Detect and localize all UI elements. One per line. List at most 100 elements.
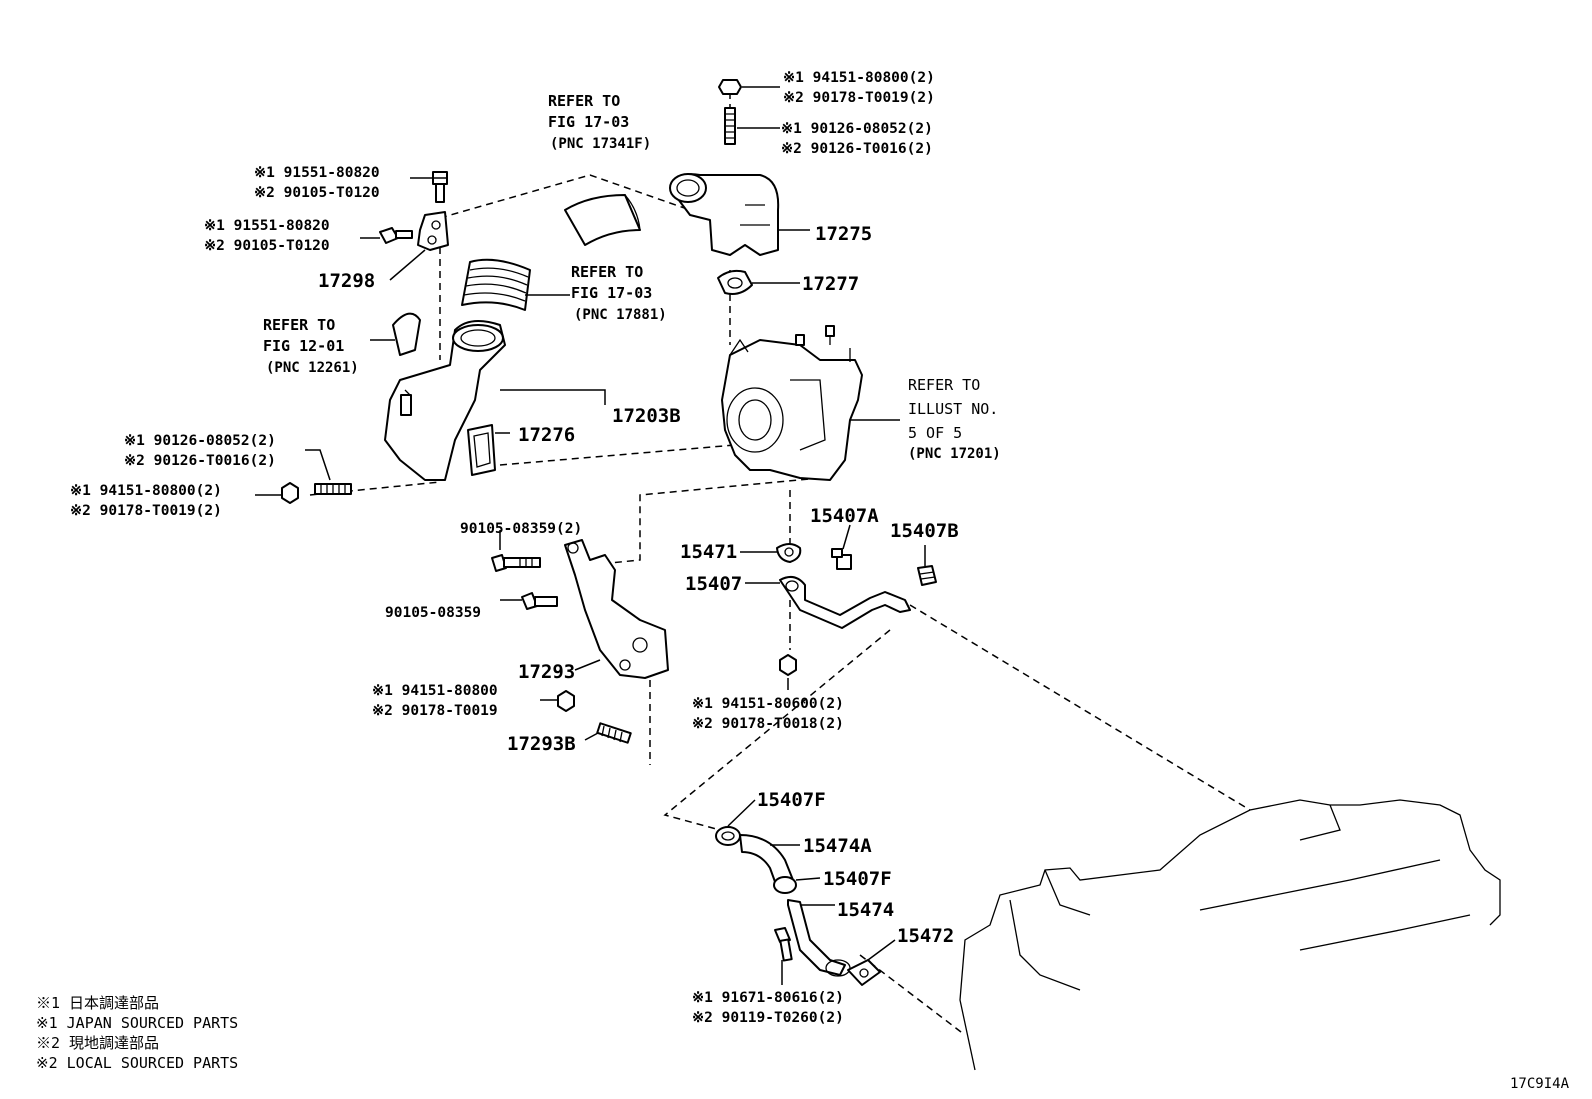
- callout-bolt-a: ※1 91551-80820 ※2 90105-T0120: [254, 165, 380, 201]
- legend-line-4: ※2 LOCAL SOURCED PARTS: [36, 1054, 238, 1072]
- refer-17201-l1: REFER TO: [908, 376, 980, 394]
- part-number-15471: 15471: [680, 541, 737, 563]
- part-number-17276: 17276: [518, 424, 575, 446]
- corrugated-hose-17881-icon: [461, 258, 531, 311]
- outlet-elbow-17275-icon: [669, 173, 780, 256]
- callout-top-stud-l2: ※2 90126-T0016(2): [781, 141, 933, 157]
- svg-text:※2 90119-T0260(2): ※2 90119-T0260(2): [692, 1010, 844, 1026]
- callout-top-nut-l1: ※1 94151-80800(2): [783, 70, 935, 86]
- svg-text:15471: 15471: [680, 541, 737, 563]
- part-number-90105-08359: 90105-08359: [385, 605, 481, 621]
- svg-text:17298: 17298: [318, 270, 375, 292]
- turbocharger-17201-icon: [721, 325, 863, 481]
- svg-text:15407F: 15407F: [757, 789, 826, 811]
- svg-text:(PNC 17881): (PNC 17881): [574, 307, 667, 323]
- refer-12261-l3: (PNC 12261): [266, 360, 359, 376]
- svg-text:FIG 12-01: FIG 12-01: [263, 337, 344, 355]
- svg-text:※1 94151-80800: ※1 94151-80800: [372, 683, 498, 699]
- intake-pipe-17203B-icon: [384, 320, 506, 481]
- svg-text:15474A: 15474A: [803, 835, 872, 857]
- refer-17201-l2: ILLUST NO.: [908, 400, 998, 418]
- svg-text:※1 90126-08052(2): ※1 90126-08052(2): [124, 433, 276, 449]
- part-number-15407B: 15407B: [890, 520, 959, 542]
- intake-hose-17341F-icon: [564, 194, 641, 246]
- svg-text:15407B: 15407B: [890, 520, 959, 542]
- svg-text:※2 90178-T0019(2): ※2 90178-T0019(2): [783, 90, 935, 106]
- callout-drain-bolt-l1: ※1 91671-80616(2): [692, 990, 844, 1006]
- bracket-17293-icon: [564, 539, 669, 679]
- part-number-15472: 15472: [897, 925, 954, 947]
- callout-oil-nut-l1: ※1 94151-80600(2): [692, 696, 844, 712]
- svg-text:(PNC 17201): (PNC 17201): [908, 446, 1001, 462]
- engine-block-outline: [959, 799, 1501, 1071]
- part-number-17275: 17275: [815, 223, 872, 245]
- refer-17341F: REFER TO FIG 17-03 (PNC 17341F): [548, 92, 651, 152]
- union-bolt-15407B-icon: [917, 565, 937, 586]
- svg-text:17276: 17276: [518, 424, 575, 446]
- svg-text:15472: 15472: [897, 925, 954, 947]
- union-bolt-15407A-icon: [831, 548, 852, 570]
- part-number-17277: 17277: [802, 273, 859, 295]
- part-number-17293: 17293: [518, 661, 575, 683]
- gasket-17277-icon: [717, 269, 753, 295]
- part-number-15407F-upper: 15407F: [757, 789, 826, 811]
- callout-bolt-a-l2: ※2 90105-T0120: [254, 185, 380, 201]
- refer-17201-l4: (PNC 17201): [908, 446, 1001, 462]
- svg-text:17203B: 17203B: [612, 405, 681, 427]
- callout-drain-bolt-l2: ※2 90119-T0260(2): [692, 1010, 844, 1026]
- bolt-91671-icon: [774, 927, 793, 962]
- svg-text:※2 90105-T0120: ※2 90105-T0120: [204, 238, 330, 254]
- svg-text:15474: 15474: [837, 899, 894, 921]
- nut-94151-bracket-icon: [557, 690, 575, 712]
- svg-text:90105-08359(2): 90105-08359(2): [460, 521, 582, 537]
- refer-17201: REFER TO ILLUST NO. 5 OF 5 (PNC 17201): [908, 376, 1001, 462]
- refer-17881: REFER TO FIG 17-03 (PNC 17881): [571, 263, 667, 323]
- svg-text:※2 90178-T0018(2): ※2 90178-T0018(2): [692, 716, 844, 732]
- callout-left-stud: ※1 90126-08052(2) ※2 90126-T0016(2): [124, 433, 276, 469]
- svg-text:※1 91551-80820: ※1 91551-80820: [254, 165, 380, 181]
- refer-17881-l3: (PNC 17881): [574, 307, 667, 323]
- part-number-90105-08359-2: 90105-08359(2): [460, 521, 582, 537]
- refer-12261-l2: FIG 12-01: [263, 337, 344, 355]
- legend-line-1: ※1 日本調達部品: [36, 994, 159, 1012]
- stud-17293B-icon: [596, 722, 632, 744]
- svg-text:17277: 17277: [802, 273, 859, 295]
- part-number-17293B: 17293B: [507, 733, 576, 755]
- nut-94151-left-icon: [281, 482, 299, 504]
- svg-text:FIG 17-03: FIG 17-03: [571, 284, 652, 302]
- svg-text:※1 91551-80820: ※1 91551-80820: [204, 218, 330, 234]
- callout-left-stud-l2: ※2 90126-T0016(2): [124, 453, 276, 469]
- callout-top-nut-l2: ※2 90178-T0019(2): [783, 90, 935, 106]
- svg-text:REFER TO: REFER TO: [263, 316, 335, 334]
- callout-left-nut-l1: ※1 94151-80800(2): [70, 483, 222, 499]
- callout-oil-nut: ※1 94151-80600(2) ※2 90178-T0018(2): [692, 696, 844, 732]
- clamp-15407F-lower-icon: [773, 876, 797, 894]
- callout-bolt-b-l1: ※1 91551-80820: [204, 218, 330, 234]
- refer-12261-l1: REFER TO: [263, 316, 335, 334]
- refer-17201-l3: 5 OF 5: [908, 424, 962, 442]
- callout-drain-bolt: ※1 91671-80616(2) ※2 90119-T0260(2): [692, 990, 844, 1026]
- svg-text:※1 JAPAN SOURCED PARTS: ※1 JAPAN SOURCED PARTS: [36, 1014, 238, 1032]
- svg-text:※2 90178-T0019: ※2 90178-T0019: [372, 703, 498, 719]
- svg-text:※2 現地調達部品: ※2 現地調達部品: [36, 1034, 159, 1052]
- clamp-15407F-upper-icon: [715, 826, 741, 846]
- callout-oil-nut-l2: ※2 90178-T0018(2): [692, 716, 844, 732]
- part-number-15407F-lower: 15407F: [823, 868, 892, 890]
- svg-text:※2 LOCAL SOURCED PARTS: ※2 LOCAL SOURCED PARTS: [36, 1054, 238, 1072]
- svg-text:17293: 17293: [518, 661, 575, 683]
- svg-text:(PNC 17341F): (PNC 17341F): [550, 136, 651, 152]
- callout-bracket-nut-l2: ※2 90178-T0019: [372, 703, 498, 719]
- top-stud-icon: [724, 107, 736, 145]
- svg-text:17275: 17275: [815, 223, 872, 245]
- svg-text:※2 90126-T0016(2): ※2 90126-T0016(2): [781, 141, 933, 157]
- callout-left-nut: ※1 94151-80800(2) ※2 90178-T0019(2): [70, 483, 222, 519]
- svg-text:15407A: 15407A: [810, 505, 879, 527]
- svg-text:17293B: 17293B: [507, 733, 576, 755]
- refer-17881-l1: REFER TO: [571, 263, 643, 281]
- part-number-17298: 17298: [318, 270, 375, 292]
- gasket-15471-icon: [776, 543, 802, 563]
- oil-pipe-15407-icon: [779, 575, 911, 629]
- svg-text:※1 91671-80616(2): ※1 91671-80616(2): [692, 990, 844, 1006]
- svg-text:※1 90126-08052(2): ※1 90126-08052(2): [781, 121, 933, 137]
